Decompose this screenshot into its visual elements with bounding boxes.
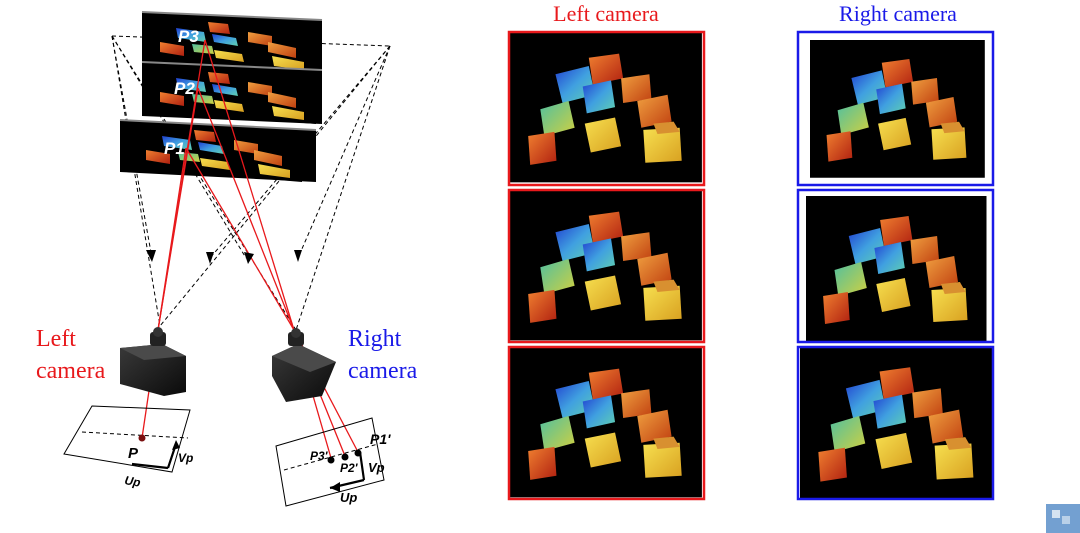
camera-icon	[120, 327, 186, 396]
left-sensor-plane: P Up Vp	[63, 405, 193, 490]
right-camera-side-label-line1: Right	[348, 326, 402, 352]
plane-label-p1: P1	[164, 139, 185, 158]
right-camera-frames	[796, 30, 995, 501]
left-v-axis-label: Vp	[178, 451, 193, 465]
left-camera-title: Left camera	[553, 1, 659, 26]
right-frame-1	[796, 30, 995, 187]
right-camera-title: Right camera	[839, 1, 957, 26]
image-plane-p3: P3	[141, 11, 323, 74]
plane-label-p2: P2	[174, 79, 195, 98]
projection-diagram: P3 P2 P1	[36, 11, 418, 507]
left-camera	[120, 327, 186, 396]
left-camera-frames	[507, 30, 706, 501]
right-sensor-plane: P1' P2' P3' Up Vp	[275, 417, 391, 507]
left-point-label: P	[128, 445, 139, 462]
right-frame-3	[796, 345, 995, 501]
image-plane-p1: P1	[119, 119, 317, 182]
left-u-axis-label: Up	[123, 473, 141, 490]
camera-icon	[272, 328, 336, 402]
right-camera-side-label-line2: camera	[348, 358, 418, 384]
right-frame-2	[796, 188, 995, 344]
watermark-logo	[1046, 504, 1080, 533]
dashed-arrowheads	[146, 250, 302, 264]
left-frame-2	[507, 188, 706, 344]
right-point-label-p3: P3'	[310, 449, 329, 463]
right-point-label-p2: P2'	[340, 461, 359, 475]
left-frame-1	[507, 30, 706, 187]
left-frame-3	[507, 345, 706, 501]
image-plane-p2: P2	[141, 61, 323, 124]
right-camera	[272, 328, 336, 402]
left-camera-side-label-line1: Left	[36, 326, 76, 352]
right-v-axis-label: Vp	[368, 460, 385, 475]
left-camera-side-label-line2: camera	[36, 358, 106, 384]
right-u-axis-label: Up	[340, 490, 357, 505]
plane-label-p3: P3	[178, 27, 199, 46]
right-point-label-p1: P1'	[370, 431, 391, 447]
